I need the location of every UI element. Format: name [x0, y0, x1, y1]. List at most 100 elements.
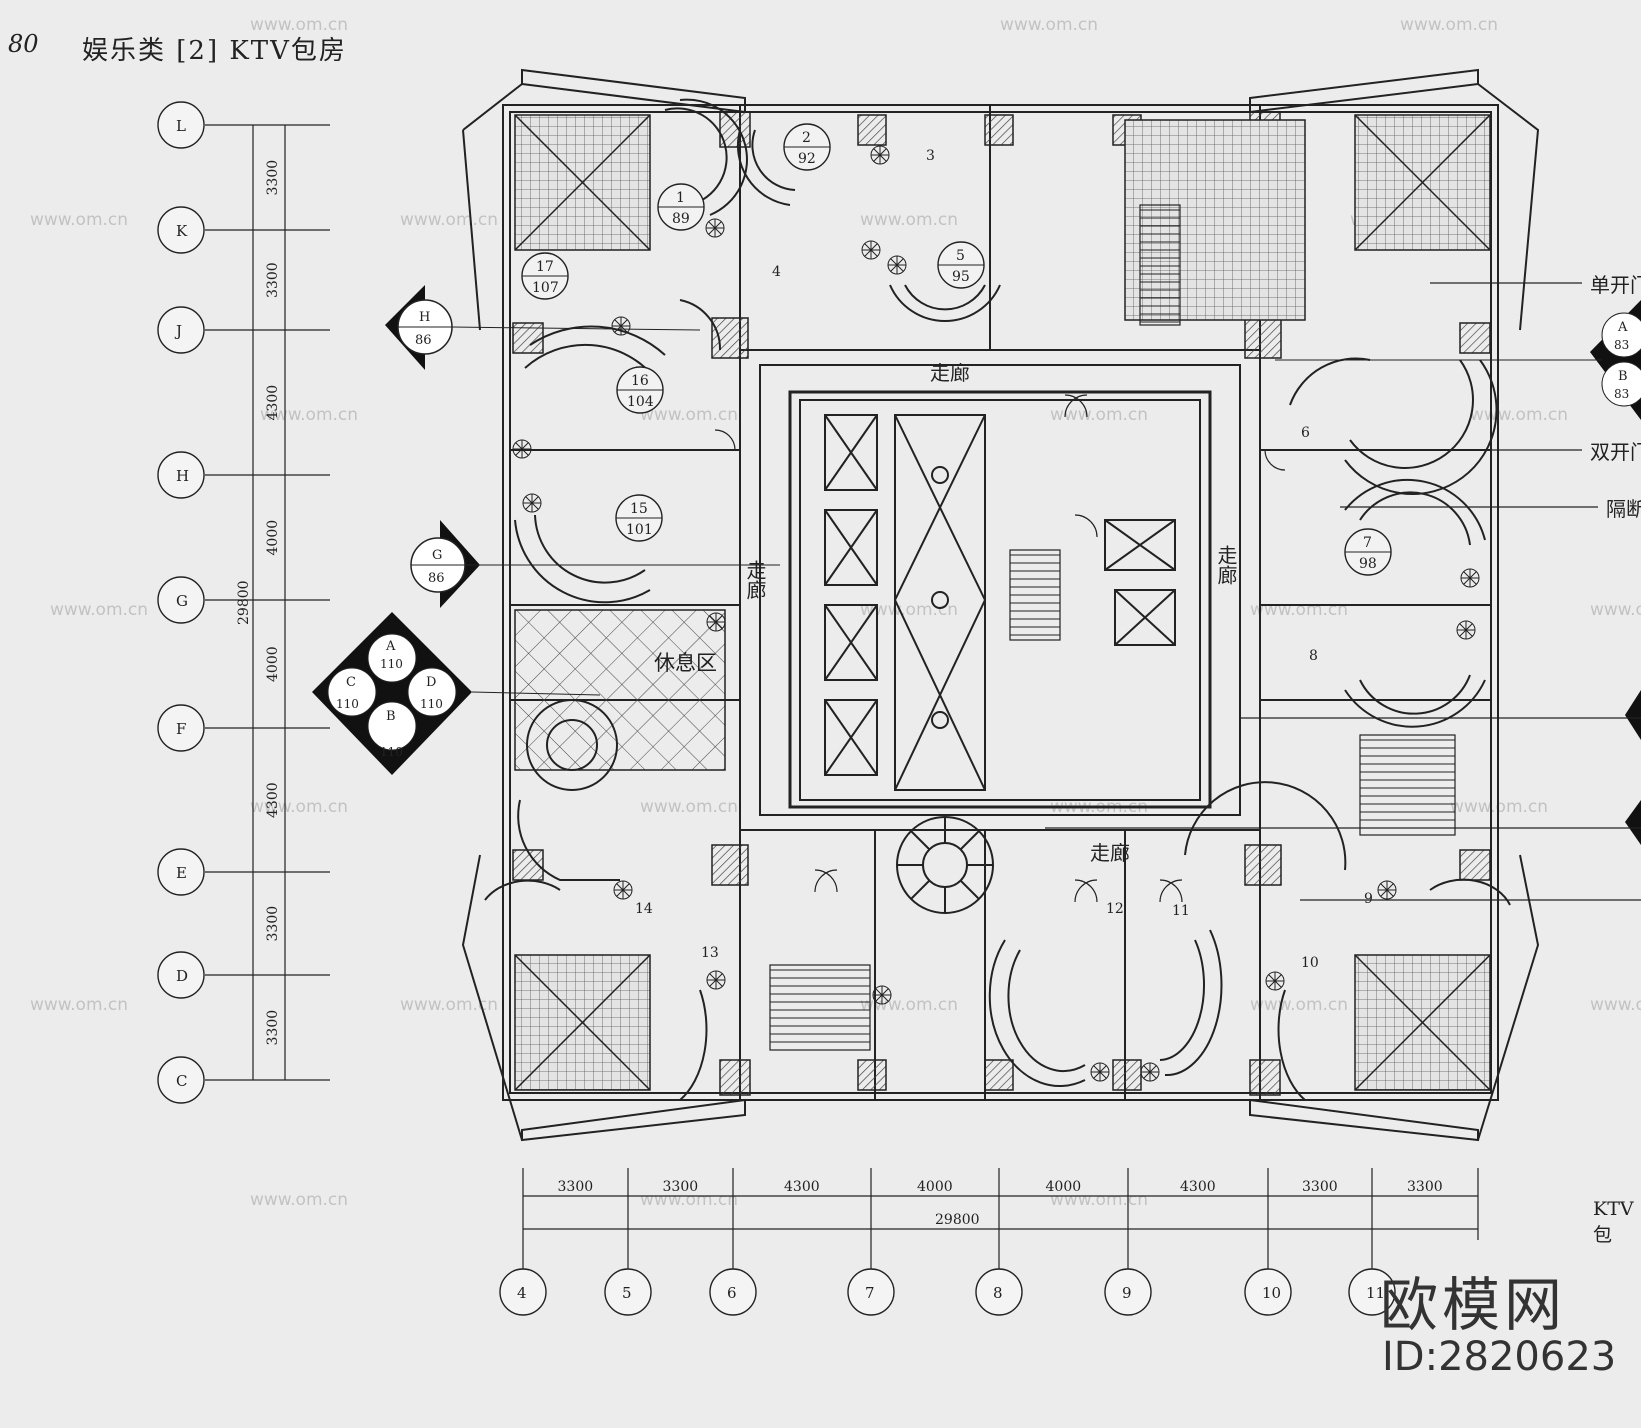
plant-symbols: [512, 145, 1480, 1082]
row-axis-label: E: [176, 864, 187, 882]
room-area: 92: [798, 151, 816, 167]
callout-double-door: 双开门: [1590, 440, 1641, 464]
room-number: 17: [536, 259, 554, 275]
row-axis-label: C: [176, 1072, 187, 1090]
col-spacing-text: 3300: [1302, 1179, 1338, 1195]
room-area: 101: [626, 522, 653, 538]
plant-icon: [861, 240, 881, 260]
row-axis-label: F: [176, 720, 186, 738]
axis-grid: [205, 124, 1479, 1270]
lounge-label: 休息区: [654, 651, 717, 675]
room-number: 11: [1172, 903, 1190, 919]
col-axis-label: 9: [1122, 1284, 1132, 1302]
watermark-text: www.om.cn: [1400, 15, 1498, 35]
callout-partition: 隔断: [1606, 497, 1641, 521]
row-axis-bubble: [157, 951, 205, 999]
quad-b-sheet: 110: [380, 745, 403, 759]
watermark-text: www.om.cn: [250, 797, 348, 817]
col-spacing-text: 4300: [1180, 1179, 1216, 1195]
elevation-marker-g: G 86: [410, 520, 780, 608]
row-spacing-text: 3300: [265, 262, 281, 298]
room-number: 15: [630, 501, 648, 517]
col-axis-bubble: [847, 1268, 895, 1316]
plant-icon: [1377, 880, 1397, 900]
col-spacing-text: 3300: [663, 1179, 699, 1195]
watermark-text: www.om.cn: [1450, 797, 1548, 817]
row-spacing-text: 3300: [265, 1010, 281, 1046]
dimension-texts: 3300330043004000400043003300330029800330…: [236, 160, 1443, 1228]
brand-logo: 欧模网: [1380, 1271, 1567, 1339]
quad-b: B: [386, 709, 396, 724]
watermark-text: www.om.cn: [640, 1190, 738, 1210]
marker-h-letter: H: [419, 310, 430, 325]
watermark-text: www.om.cn: [860, 210, 958, 230]
col-axis-bubble: [1244, 1268, 1292, 1316]
col-spacing-text: 3300: [558, 1179, 594, 1195]
watermark-text: www.om.cn: [50, 600, 148, 620]
corridor-label-right: 走廊: [1214, 545, 1238, 585]
doors: [714, 394, 1286, 903]
row-axis-bubble: [157, 306, 205, 354]
elevation-marker-right: A 83 B 83: [1275, 300, 1641, 845]
watermark-text: www.om.cn: [1050, 1190, 1148, 1210]
watermark-text: www.om.cn: [1590, 995, 1641, 1015]
col-spacing-text: 4000: [917, 1179, 953, 1195]
col-axis-label: 4: [517, 1284, 527, 1302]
col-spacing-text: 4000: [1046, 1179, 1082, 1195]
corridor-label-top: 走廊: [930, 361, 970, 385]
watermark-text: www.om.cn: [30, 995, 128, 1015]
watermark-text: www.om.cn: [250, 1190, 348, 1210]
col-axis-label: 11: [1366, 1284, 1385, 1302]
room-number: 16: [631, 373, 649, 389]
elevation-marker-h: H 86: [385, 285, 701, 370]
curved-walls: [517, 299, 1371, 914]
room-number: 8: [1309, 648, 1318, 664]
col-axis-bubble: [604, 1268, 652, 1316]
quad-d-sheet: 110: [420, 697, 443, 711]
row-spacing-text: 4000: [265, 520, 281, 556]
room-area: 104: [627, 394, 654, 410]
col-axis-bubble: [1348, 1268, 1396, 1316]
watermark-text: www.om.cn: [30, 210, 128, 230]
plant-icon: [1265, 971, 1285, 991]
watermark-text: www.om.cn: [400, 210, 498, 230]
corridor-label-left: 走廊: [743, 560, 767, 600]
row-axis-label: L: [176, 117, 186, 135]
room-number: 1: [676, 190, 685, 206]
col-axis-bubble: [1104, 1268, 1152, 1316]
watermark-text: www.om.cn: [250, 15, 348, 35]
watermark-text: www.om.cn: [400, 995, 498, 1015]
room-number: 5: [956, 248, 965, 264]
room-area: 95: [952, 269, 970, 285]
stair-treads: [770, 209, 1455, 1043]
room-number: 12: [1106, 901, 1124, 917]
col-axis-label: 10: [1262, 1284, 1281, 1302]
row-axis-label: H: [176, 467, 189, 485]
corridor-label-bottom: 走廊: [1090, 841, 1130, 865]
watermark-text: www.om.cn: [1590, 600, 1641, 620]
plant-icon: [1140, 1062, 1160, 1082]
watermark-text: www.om.cn: [1250, 995, 1348, 1015]
room-area: 107: [532, 280, 559, 296]
elevation-marker-quad: A 110 B 110 C 110 D 110: [312, 612, 601, 775]
room-area: 98: [1359, 556, 1377, 572]
row-spacing-text: 3300: [265, 906, 281, 942]
right-a: A: [1617, 320, 1628, 335]
plant-icon: [512, 439, 532, 459]
row-axis-bubble: [157, 451, 205, 499]
brand-id: ID:2820623: [1382, 1334, 1617, 1380]
plant-icon: [887, 255, 907, 275]
plant-icon: [1460, 568, 1480, 588]
quad-d: D: [426, 675, 436, 690]
col-axis-bubble: [975, 1268, 1023, 1316]
watermark-layer: www.om.cn www.om.cn www.om.cn www.om.cn www.…: [30, 15, 1641, 1210]
lounge-floor: [514, 609, 726, 771]
col-axis-label: 7: [865, 1284, 875, 1302]
plant-icon: [1456, 620, 1476, 640]
col-axis-bubble: [709, 1268, 757, 1316]
watermark-text: www.om.cn: [1050, 405, 1148, 425]
right-b-sheet: 83: [1614, 387, 1629, 401]
room-number: 2: [802, 130, 811, 146]
ktv-caption: KTV包: [1593, 1198, 1634, 1246]
